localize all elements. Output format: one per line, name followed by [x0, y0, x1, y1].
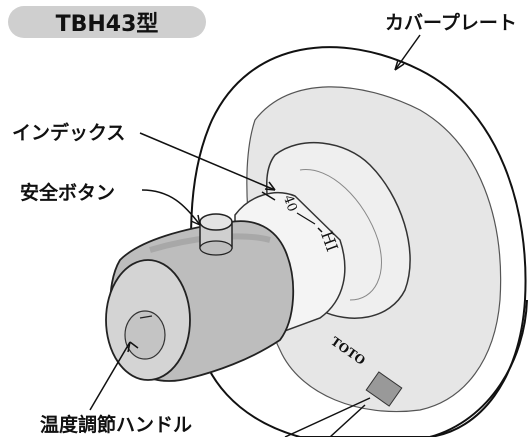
temperature-handle-shape [105, 220, 295, 382]
label-cover-plate: カバープレート [385, 12, 517, 34]
label-temperature-handle: 温度調節ハンドル [40, 414, 193, 436]
safety-button-shape [199, 213, 233, 256]
label-safety-button: 安全ボタン [20, 182, 116, 204]
label-index: インデックス [12, 122, 126, 144]
plate-label-sticker [365, 371, 403, 407]
dial-mark-40: 40 [280, 193, 300, 214]
leader-lines [89, 34, 421, 437]
model-badge: TBH43型 [8, 6, 206, 38]
